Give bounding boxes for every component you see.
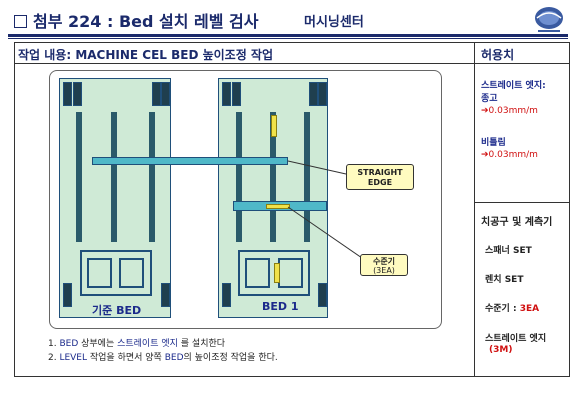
header-rule-thin <box>8 38 568 39</box>
twist-label: 비틀림 <box>481 138 506 148</box>
bed-slot <box>222 283 231 307</box>
level-callout: 수준기 (3EA) <box>360 254 408 276</box>
straight-edge-label: 스트레이트 엣지: <box>481 81 546 91</box>
header-rule <box>8 34 568 37</box>
tool-item: 스패너 SET <box>485 246 532 256</box>
bed-rail <box>149 112 155 242</box>
level-gauge <box>266 204 290 209</box>
bed-pad-window <box>87 258 112 288</box>
page-title: 첨부 224 : Bed 설치 레벨 검사 <box>14 8 258 32</box>
bed-diagram <box>49 70 442 329</box>
note-1: 1. BED 상부에는 스트레이트 엣지 를 설치한다 <box>48 339 226 349</box>
bed-slot <box>318 283 327 307</box>
twist-value: ➔0.03mm/m <box>481 150 538 160</box>
bed-pad-window <box>278 258 303 288</box>
bed-slot <box>152 82 161 106</box>
bed-rail <box>304 112 310 242</box>
side-panel <box>475 42 570 377</box>
bed-slot <box>63 82 72 106</box>
content-panel <box>14 42 475 377</box>
page-subtitle: 머시닝센터 <box>304 15 364 30</box>
bed-pad-window <box>119 258 144 288</box>
straight-edge-bar <box>92 157 288 165</box>
bed-slot <box>63 283 72 307</box>
bed-slot <box>232 82 241 106</box>
bed-slot <box>309 82 318 106</box>
tool-item: 수준기 : 3EA <box>485 304 540 314</box>
bed-1-label: BED 1 <box>262 300 299 313</box>
bed-pad-window <box>245 258 270 288</box>
straight-edge-callout: STRAIGHT EDGE <box>346 164 414 190</box>
work-description: 작업 내용: MACHINE CEL BED 높이조정 작업 <box>18 48 274 62</box>
bed-slot <box>161 283 170 307</box>
tool-item: 스트레이트 엣지 <box>485 334 547 344</box>
checkbox-icon <box>14 15 27 28</box>
bed-slot <box>222 82 231 106</box>
reference-bed-label: 기준 BED <box>92 304 142 317</box>
bed-slot <box>73 82 82 106</box>
gap-label: 종고 <box>481 94 498 104</box>
bed-rail <box>76 112 82 242</box>
tool-item: 렌치 SET <box>485 275 524 285</box>
bed-rail <box>111 112 117 242</box>
tool-item-extra: (3M) <box>489 345 513 355</box>
bed-slot <box>318 82 327 106</box>
bed-rail <box>270 112 276 242</box>
side-divider <box>475 202 570 203</box>
gap-value: ➔0.03mm/m <box>481 106 538 116</box>
tools-title: 치공구 및 계측기 <box>481 217 553 228</box>
bed-rail <box>236 112 242 242</box>
bed-slot <box>161 82 170 106</box>
section-divider <box>14 63 570 64</box>
company-logo-icon <box>535 7 563 32</box>
tolerance-title: 허용치 <box>481 48 515 62</box>
level-gauge <box>274 263 280 283</box>
level-gauge <box>271 115 277 137</box>
note-2: 2. LEVEL 작업을 하면서 양쪽 BED의 높이조정 작업을 한다. <box>48 353 278 363</box>
